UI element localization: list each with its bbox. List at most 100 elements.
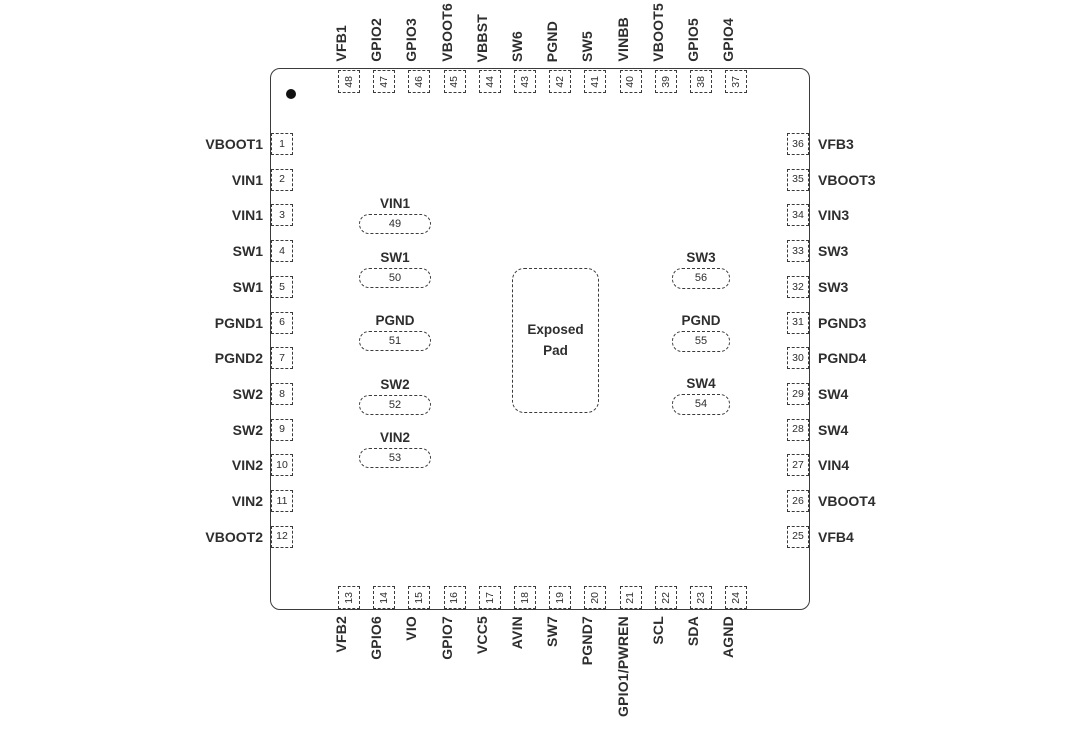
pin-label-29: SW4 <box>818 385 849 402</box>
pin-number: 45 <box>448 75 461 88</box>
pin-box-30: 30 <box>787 347 809 370</box>
inner-pad-label-56: SW3 <box>686 250 716 265</box>
pin-number: 27 <box>792 459 804 472</box>
pin-label-2: VIN1 <box>231 171 263 188</box>
pin-label-13: VFB2 <box>333 616 349 653</box>
pin-label-27: VIN4 <box>818 457 850 474</box>
pin-label-18: AVIN <box>509 616 525 650</box>
pin-box-2: 2 <box>271 168 293 191</box>
pin-label-23: SDA <box>685 616 701 647</box>
pin-box-17: 17 <box>478 586 501 609</box>
pin-label-11: VIN2 <box>231 493 263 509</box>
pin-number: 5 <box>279 280 285 293</box>
pin-label-10: VIN2 <box>231 457 263 474</box>
pin-box-33: 33 <box>787 240 809 263</box>
chip-body <box>270 68 810 610</box>
pin1-marker-dot <box>286 89 296 99</box>
pin-box-5: 5 <box>271 275 293 298</box>
pin-box-8: 8 <box>271 382 293 405</box>
pin-number: 43 <box>518 75 531 88</box>
pin-box-15: 15 <box>408 586 431 609</box>
pin-label-47: GPIO2 <box>368 18 385 62</box>
inner-pad-label-52: SW2 <box>380 377 410 392</box>
pin-box-28: 28 <box>787 418 809 441</box>
inner-pad-52: 52 <box>359 395 431 415</box>
pin-box-10: 10 <box>271 454 293 477</box>
pin-box-47: 47 <box>373 70 396 93</box>
pin-label-41: SW5 <box>579 31 596 62</box>
pin-box-43: 43 <box>514 70 536 93</box>
pin-label-19: SW7 <box>544 616 561 647</box>
pin-number: 38 <box>694 75 707 88</box>
pin-box-27: 27 <box>787 454 809 477</box>
pin-label-7: PGND2 <box>214 350 263 367</box>
pin-number: 2 <box>279 173 285 186</box>
pin-box-11: 11 <box>271 490 293 512</box>
inner-pad-54: 54 <box>672 394 730 415</box>
pin-number: 21 <box>624 591 637 604</box>
pin-number: 16 <box>448 591 461 604</box>
pin-box-38: 38 <box>690 70 712 93</box>
pin-number: 25 <box>792 530 804 543</box>
pin-label-33: SW3 <box>818 243 849 260</box>
pin-number: 48 <box>342 75 355 88</box>
pin-box-16: 16 <box>443 586 466 609</box>
pin-number: 36 <box>792 137 804 150</box>
pin-label-32: SW3 <box>818 278 849 295</box>
pin-box-39: 39 <box>654 70 677 93</box>
pin-number: 9 <box>279 423 285 436</box>
pin-number: 29 <box>792 387 804 400</box>
pin-label-4: SW1 <box>232 243 263 260</box>
pin-number: 6 <box>279 316 285 329</box>
pin-label-30: PGND4 <box>818 350 867 367</box>
pin-box-26: 26 <box>787 490 809 512</box>
pin-number: 46 <box>413 75 426 88</box>
pin-label-12: VBOOT2 <box>205 528 263 545</box>
pin-number: 37 <box>729 75 742 88</box>
inner-pad-label-49: VIN1 <box>379 196 410 211</box>
pin-box-12: 12 <box>271 525 293 548</box>
pin-number: 40 <box>624 75 637 88</box>
pin-box-23: 23 <box>690 586 712 609</box>
pin-number: 19 <box>553 591 566 604</box>
pin-number: 17 <box>483 591 496 604</box>
pin-box-37: 37 <box>725 70 748 93</box>
pin-label-1: VBOOT1 <box>205 136 263 152</box>
pin-box-41: 41 <box>584 70 607 93</box>
pin-label-45: VBOOT6 <box>438 3 455 62</box>
pin-number: 22 <box>659 591 672 604</box>
pin-box-35: 35 <box>787 168 809 191</box>
pin-box-18: 18 <box>514 586 536 609</box>
pin-number: 41 <box>589 75 602 88</box>
pin-number: 47 <box>377 75 390 88</box>
pin-number: 8 <box>279 387 285 400</box>
pin-label-16: GPIO7 <box>438 616 455 660</box>
pin-label-9: SW2 <box>232 421 263 438</box>
pin-box-3: 3 <box>271 204 293 227</box>
inner-pad-label-54: SW4 <box>686 376 716 391</box>
pin-label-14: GPIO6 <box>368 616 385 660</box>
inner-pad-49: 49 <box>359 214 431 234</box>
inner-pad-50: 50 <box>359 268 431 288</box>
pin-label-24: AGND <box>720 616 737 659</box>
pin-box-46: 46 <box>408 70 431 93</box>
pin-box-48: 48 <box>338 70 360 93</box>
pin-box-13: 13 <box>338 586 360 609</box>
pin-number: 4 <box>279 244 285 257</box>
pin-label-42: PGND <box>544 20 561 62</box>
pin-number: 33 <box>792 244 804 257</box>
pin-box-32: 32 <box>787 275 809 298</box>
pin-label-40: VINBB <box>614 17 631 62</box>
pin-box-1: 1 <box>271 133 293 155</box>
pin-label-31: PGND3 <box>818 314 867 331</box>
pin-number: 3 <box>279 209 285 222</box>
pin-label-37: GPIO4 <box>720 18 737 62</box>
pin-box-14: 14 <box>373 586 396 609</box>
pin-box-44: 44 <box>478 70 501 93</box>
inner-pad-label-50: SW1 <box>380 250 410 265</box>
pin-label-21: GPIO1/PWREN <box>614 616 631 717</box>
pin-number: 31 <box>792 316 804 329</box>
pin-label-35: VBOOT3 <box>818 171 876 188</box>
pin-number: 14 <box>377 591 390 604</box>
